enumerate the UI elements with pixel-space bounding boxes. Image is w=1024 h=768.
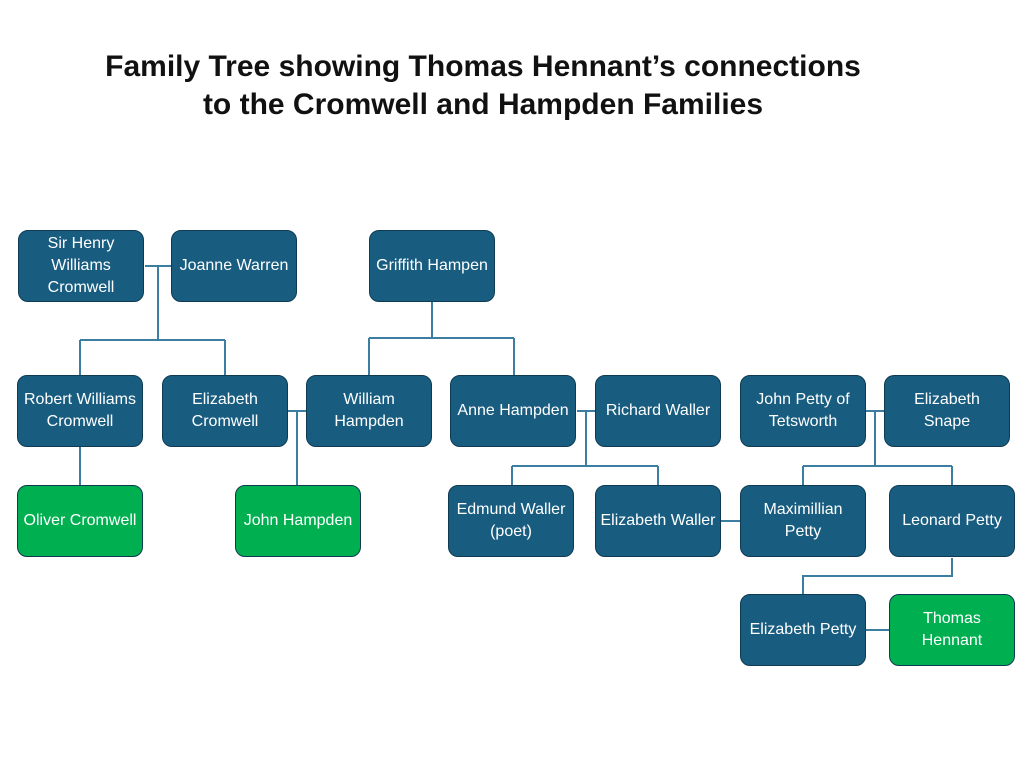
person-griffith-hampen: Griffith Hampen — [369, 230, 495, 302]
person-richard-waller: Richard Waller — [595, 375, 721, 447]
link-griffith-children — [368, 302, 515, 375]
person-elizabeth-cromwell: Elizabeth Cromwell — [162, 375, 288, 447]
person-maximillian-petty: Maximillian Petty — [740, 485, 866, 557]
link-petty-snape — [802, 410, 953, 485]
diagram-title: Family Tree showing Thomas Hennant’s con… — [0, 48, 966, 124]
link-leonard-elizabeth-petty — [802, 558, 953, 594]
link-henry-joanne — [79, 265, 226, 375]
person-oliver-cromwell: Oliver Cromwell — [17, 485, 143, 557]
person-thomas-hennant: Thomas Hennant — [889, 594, 1015, 666]
person-elizabeth-snape: Elizabeth Snape — [884, 375, 1010, 447]
link-elizabeth-william — [288, 410, 306, 485]
link-anne-richard — [511, 410, 659, 485]
person-robert-williams-cromwell: Robert Williams Cromwell — [17, 375, 143, 447]
person-john-petty-of-tetsworth: John Petty of Tetsworth — [740, 375, 866, 447]
title-line-2: to the Cromwell and Hampden Families — [202, 88, 764, 121]
person-joanne-warren: Joanne Warren — [171, 230, 297, 302]
title-line-1: Family Tree showing Thomas Hennant’s con… — [105, 50, 861, 83]
person-william-hampden: William Hampden — [306, 375, 432, 447]
person-edmund-waller: Edmund Waller (poet) — [448, 485, 574, 557]
person-anne-hampden: Anne Hampden — [450, 375, 576, 447]
person-john-hampden: John Hampden — [235, 485, 361, 557]
person-elizabeth-petty: Elizabeth Petty — [740, 594, 866, 666]
person-elizabeth-waller: Elizabeth Waller — [595, 485, 721, 557]
person-sir-henry-williams-cromwell: Sir Henry Williams Cromwell — [18, 230, 144, 302]
person-leonard-petty: Leonard Petty — [889, 485, 1015, 557]
